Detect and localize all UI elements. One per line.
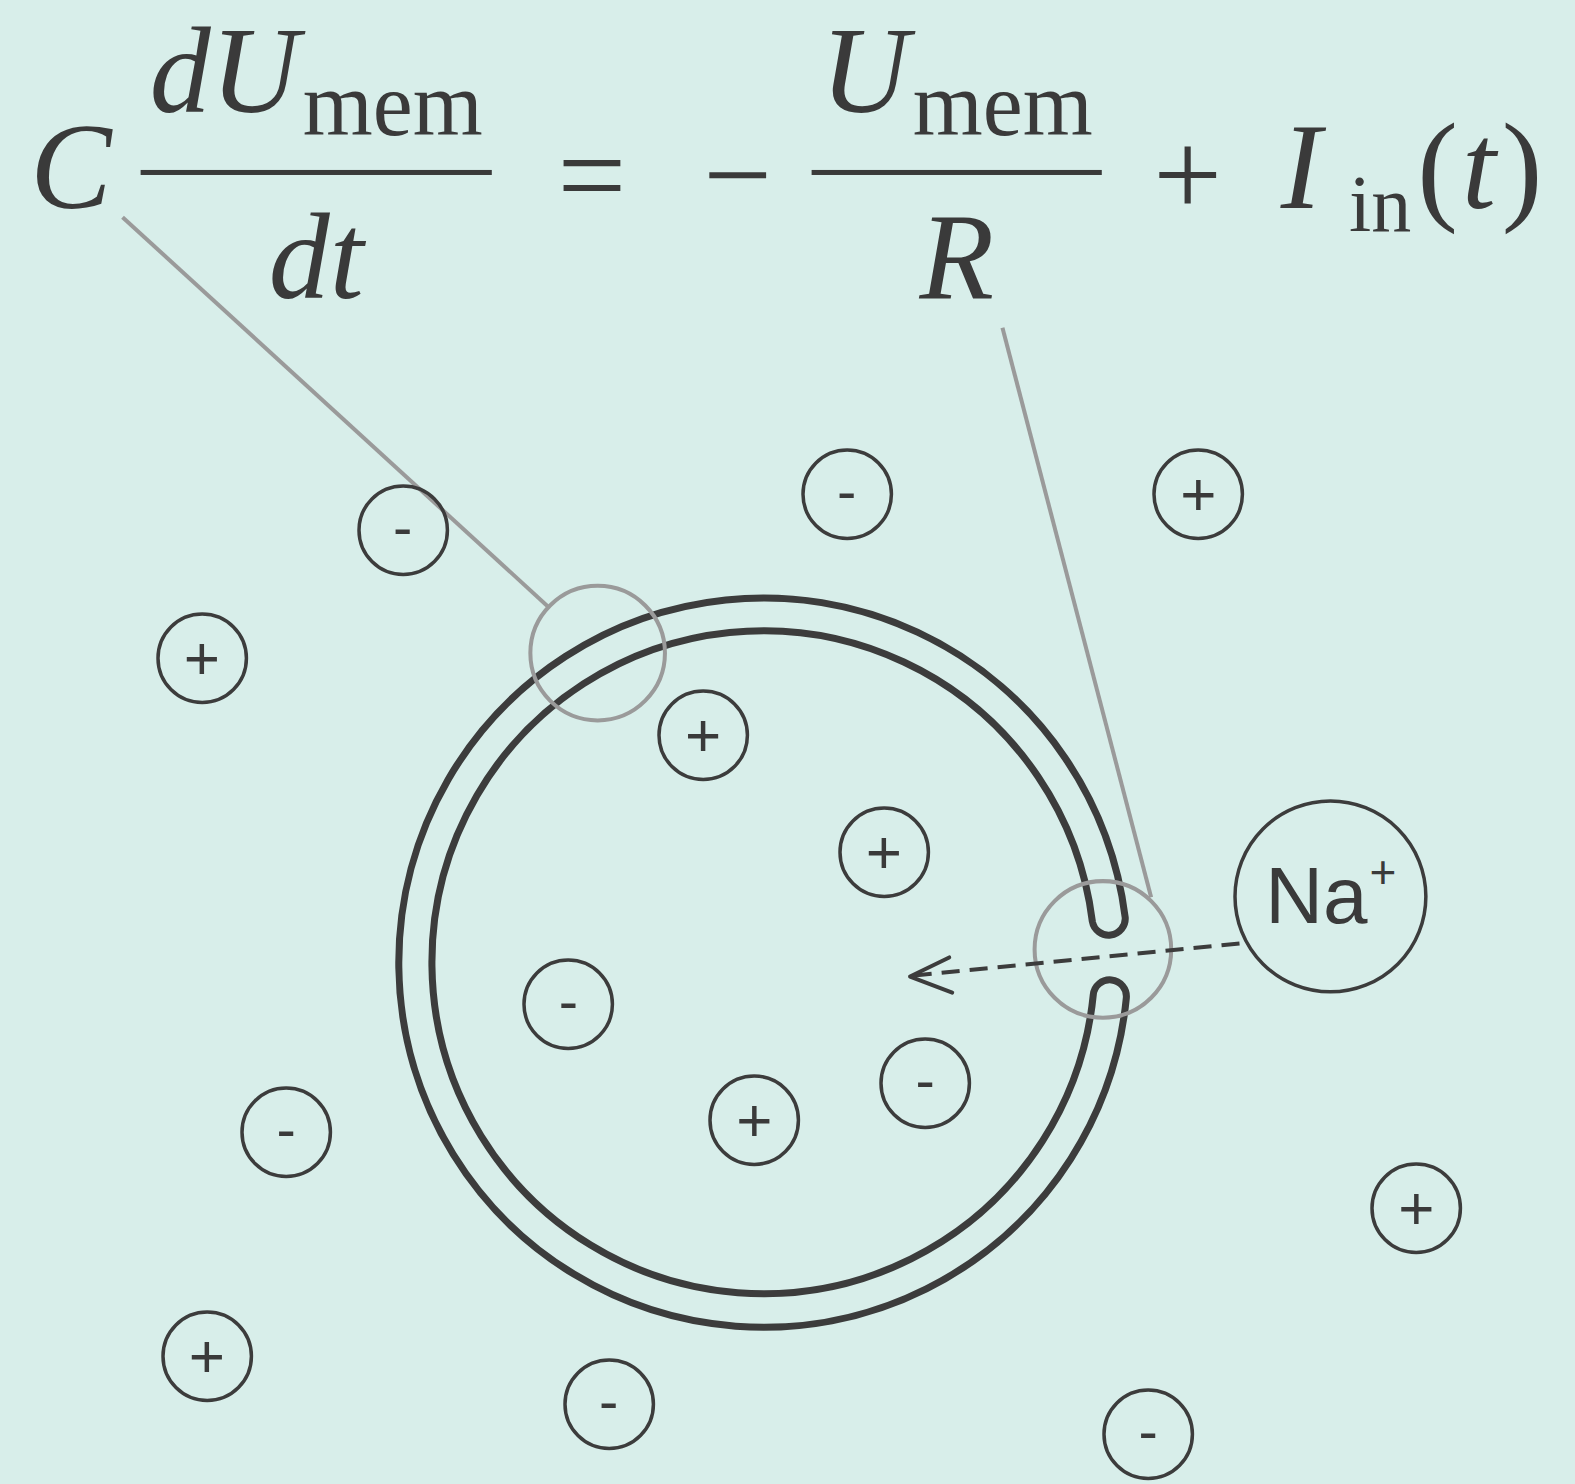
fraction-bar: [141, 170, 492, 175]
ion-circle: +: [1152, 448, 1244, 540]
ion-circle: +: [156, 612, 248, 704]
ion-charge: -: [599, 1372, 618, 1430]
ion-charge: +: [736, 1089, 772, 1151]
fraction-bar: [812, 170, 1102, 175]
ion-outline-circle: [565, 1360, 653, 1448]
equation-term: t: [1462, 106, 1496, 228]
equation-term: ): [1502, 106, 1543, 228]
ion-charge: +: [685, 704, 721, 766]
ion-circle: -: [357, 484, 449, 576]
equation-term: R: [919, 196, 994, 318]
equation-term: dt: [269, 196, 364, 318]
ion-charge-superscript: +: [1370, 849, 1397, 895]
equation-term: C: [30, 106, 111, 228]
ion-circle: +: [1370, 1162, 1462, 1254]
equation-term: +: [1153, 114, 1222, 236]
ion-charge: +: [184, 627, 220, 689]
arrow-head: [910, 957, 952, 992]
equation-term: in: [1349, 164, 1411, 244]
ion-flow-arrow: [914, 943, 1239, 975]
leader-line: [1002, 328, 1151, 898]
equation-term: dU: [150, 10, 299, 132]
ion-outline-circle: [1235, 801, 1426, 992]
ion-circle: -: [801, 448, 893, 540]
ion-circle: -: [879, 1037, 971, 1129]
ion-charge: -: [559, 972, 578, 1030]
ion-circle: -: [522, 958, 614, 1050]
equation-term: mem: [303, 60, 483, 150]
ion-outline-circle: [359, 486, 447, 574]
cell-membrane: [399, 598, 1127, 1327]
ion-circle: -: [240, 1086, 332, 1178]
ion-outline-circle: [840, 808, 928, 896]
highlight-circle: [530, 586, 665, 721]
ion-circle: +: [161, 1310, 253, 1402]
ion-charge: +: [866, 821, 902, 883]
ion-outline-circle: [881, 1039, 969, 1127]
equation-term: U: [821, 10, 909, 132]
highlight-circle: [1035, 881, 1172, 1018]
ion-outline-circle: [158, 614, 246, 702]
ion-circle: -: [1102, 1388, 1194, 1480]
ion-circle: -: [563, 1358, 655, 1450]
equation-term: I: [1281, 106, 1322, 228]
ion-outline-circle: [710, 1076, 798, 1164]
equation-term: =: [557, 114, 626, 236]
sodium-ion: Na+: [1233, 799, 1428, 994]
ion-charge: +: [189, 1325, 225, 1387]
ion-label: Na: [1265, 856, 1367, 936]
ion-outline-circle: [659, 691, 747, 779]
ion-outline-circle: [1372, 1164, 1460, 1252]
ion-outline-circle: [1104, 1390, 1192, 1478]
ion-charge: -: [393, 498, 412, 556]
ion-charge: +: [1180, 463, 1216, 525]
ion-outline-circle: [803, 450, 891, 538]
ion-charge: -: [915, 1051, 934, 1109]
ion-charge: -: [277, 1100, 296, 1158]
ion-outline-circle: [1154, 450, 1242, 538]
ion-circle: +: [708, 1074, 800, 1166]
equation-term: (: [1417, 106, 1458, 228]
ion-circle: +: [657, 689, 749, 781]
ion-charge: +: [1398, 1177, 1434, 1239]
ion-charge: -: [837, 462, 856, 520]
ion-circle: +: [838, 806, 930, 898]
equation-term: mem: [913, 60, 1093, 150]
ion-charge: -: [1138, 1402, 1157, 1460]
ion-outline-circle: [163, 1312, 251, 1400]
ion-outline-circle: [524, 960, 612, 1048]
ion-outline-circle: [242, 1088, 330, 1176]
equation-term: −: [703, 114, 772, 236]
